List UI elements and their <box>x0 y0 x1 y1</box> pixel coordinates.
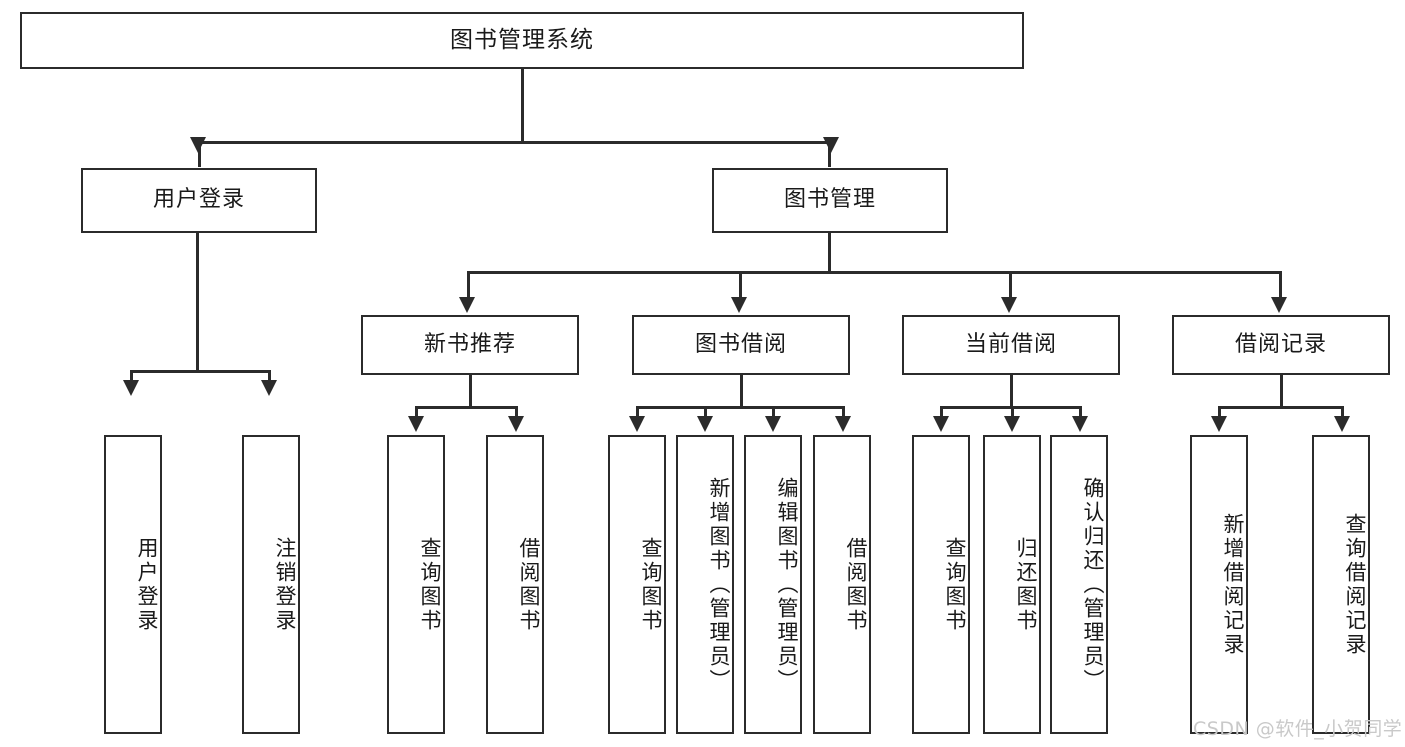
connector-group-user-login-bar <box>130 370 268 373</box>
node-new-book-rec[interactable]: 新书推荐 <box>361 315 579 375</box>
connector-line-vertical <box>198 141 201 167</box>
node-label: 新增借阅记录 <box>1221 512 1245 657</box>
connector-arrowhead-icon <box>835 416 851 432</box>
connector-line-vertical <box>704 406 707 418</box>
connector-arrowhead-icon <box>123 380 139 396</box>
node-user-login[interactable]: 用户登录 <box>81 168 317 233</box>
connector-line-vertical <box>415 406 418 418</box>
connector-bookmanage-bar <box>467 271 1282 274</box>
node-label: 查询图书 <box>639 536 663 633</box>
connector-line-vertical <box>1009 271 1012 303</box>
node-leaf-borrow-book-2[interactable]: 借阅图书 <box>813 435 871 734</box>
node-label: 图书借阅 <box>694 331 787 357</box>
connector-arrowhead-icon <box>933 416 949 432</box>
connector-arrowhead-icon <box>1001 297 1017 313</box>
connector-line-vertical <box>130 370 133 382</box>
node-label: 编辑图书（管理员） <box>775 476 799 693</box>
connector-line-vertical <box>739 271 742 303</box>
connector-line-vertical <box>467 271 470 303</box>
connector-line-vertical <box>1341 406 1344 418</box>
node-label: 新增图书（管理员） <box>707 476 731 693</box>
node-label: 用户登录 <box>135 536 159 633</box>
node-label: 新书推荐 <box>423 331 516 357</box>
connector-group-borrow-record-stem <box>1280 375 1283 407</box>
node-label: 借阅记录 <box>1234 331 1327 357</box>
connector-arrowhead-icon <box>823 137 839 153</box>
connector-line-vertical <box>772 406 775 418</box>
node-label: 查询图书 <box>943 536 967 633</box>
connector-arrowhead-icon <box>1211 416 1227 432</box>
node-borrow-record[interactable]: 借阅记录 <box>1172 315 1390 375</box>
node-book-manage[interactable]: 图书管理 <box>712 168 948 233</box>
connector-arrowhead-icon <box>697 416 713 432</box>
connector-arrowhead-icon <box>190 137 206 153</box>
node-label: 查询借阅记录 <box>1343 512 1367 657</box>
node-leaf-confirm-return[interactable]: 确认归还（管理员） <box>1050 435 1108 734</box>
connector-arrowhead-icon <box>1004 416 1020 432</box>
connector-root-bar <box>198 141 831 144</box>
node-system-root[interactable]: 图书管理系统 <box>20 12 1024 69</box>
node-label: 图书管理系统 <box>450 26 594 53</box>
node-book-borrow[interactable]: 图书借阅 <box>632 315 850 375</box>
connector-line-vertical <box>940 406 943 418</box>
connector-line-vertical <box>268 370 271 382</box>
node-label: 归还图书 <box>1014 536 1038 633</box>
node-leaf-return-book[interactable]: 归还图书 <box>983 435 1041 734</box>
connector-arrowhead-icon <box>731 297 747 313</box>
node-label: 查询图书 <box>418 536 442 633</box>
connector-line-vertical <box>1279 271 1282 303</box>
connector-group-book-borrow-bar <box>636 406 842 409</box>
node-leaf-add-record[interactable]: 新增借阅记录 <box>1190 435 1248 734</box>
node-leaf-borrow-book-1[interactable]: 借阅图书 <box>486 435 544 734</box>
node-label: 用户登录 <box>152 187 245 213</box>
connector-group-new-book-rec-bar <box>415 406 515 409</box>
node-leaf-logout[interactable]: 注销登录 <box>242 435 300 734</box>
connector-line-vertical <box>1011 406 1014 418</box>
connector-arrowhead-icon <box>765 416 781 432</box>
node-leaf-query-book-1[interactable]: 查询图书 <box>387 435 445 734</box>
node-label: 确认归还（管理员） <box>1081 476 1105 693</box>
node-label: 借阅图书 <box>844 536 868 633</box>
connector-arrowhead-icon <box>1334 416 1350 432</box>
node-leaf-query-book-3[interactable]: 查询图书 <box>912 435 970 734</box>
connector-line-vertical <box>636 406 639 418</box>
connector-arrowhead-icon <box>408 416 424 432</box>
connector-arrowhead-icon <box>1271 297 1287 313</box>
connector-group-current-borrow-stem <box>1010 375 1013 407</box>
node-leaf-user-login[interactable]: 用户登录 <box>104 435 162 734</box>
connector-level2-stem <box>828 233 831 271</box>
node-leaf-add-book[interactable]: 新增图书（管理员） <box>676 435 734 734</box>
node-leaf-edit-book[interactable]: 编辑图书（管理员） <box>744 435 802 734</box>
connector-group-current-borrow-bar <box>940 406 1079 409</box>
node-label: 注销登录 <box>273 536 297 633</box>
connector-arrowhead-icon <box>508 416 524 432</box>
node-label: 图书管理 <box>783 187 876 213</box>
connector-arrowhead-icon <box>1072 416 1088 432</box>
connector-group-new-book-rec-stem <box>469 375 472 407</box>
connector-line-vertical <box>842 406 845 418</box>
connector-line-vertical <box>515 406 518 418</box>
node-leaf-query-record[interactable]: 查询借阅记录 <box>1312 435 1370 734</box>
connector-arrowhead-icon <box>629 416 645 432</box>
connector-level2-stem <box>196 233 199 315</box>
connector-arrowhead-icon <box>459 297 475 313</box>
connector-line-vertical <box>1218 406 1221 418</box>
node-label: 当前借阅 <box>964 331 1057 357</box>
connector-arrowhead-icon <box>261 380 277 396</box>
connector-line-vertical <box>828 141 831 167</box>
connector-line-vertical <box>1079 406 1082 418</box>
connector-group-book-borrow-stem <box>740 375 743 407</box>
connector-root-stem <box>521 69 524 142</box>
node-label: 借阅图书 <box>517 536 541 633</box>
connector-group-borrow-record-bar <box>1218 406 1341 409</box>
connector-group-user-login-stem <box>196 315 199 370</box>
node-leaf-query-book-2[interactable]: 查询图书 <box>608 435 666 734</box>
node-current-borrow[interactable]: 当前借阅 <box>902 315 1120 375</box>
